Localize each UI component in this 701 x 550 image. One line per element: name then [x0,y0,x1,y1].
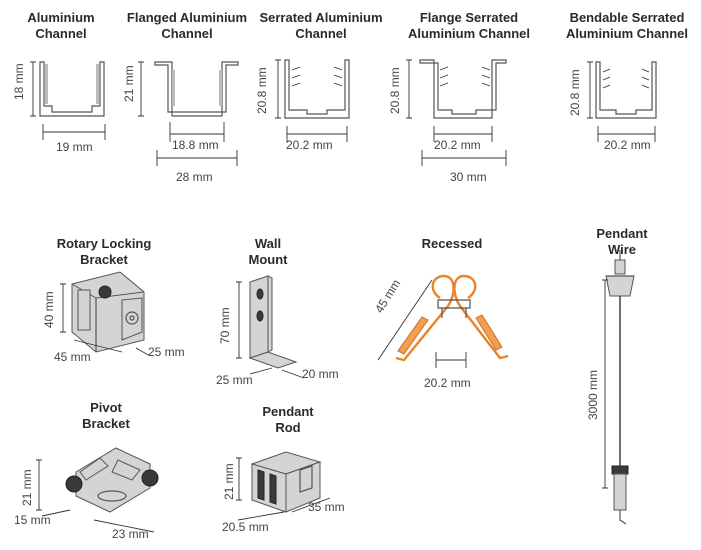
dim-bendable-width: 20.2 mm [604,138,651,152]
serrated-aluminium-channel-profile [275,59,350,142]
title-line: Wall [254,236,282,251]
dim-flanged-width: 18.8 mm [172,138,219,152]
dim-flange-serrated-width: 20.2 mm [434,138,481,152]
title-line: Rotary Locking [56,236,152,251]
title-line: Recessed [421,236,483,251]
bendable-serrated-aluminium-channel-profile [587,61,657,142]
dim-aluminium-height: 18 mm [12,63,26,100]
rotary-locking-bracket-illustration [60,271,151,357]
dim-pivot-width: 15 mm [14,513,51,527]
title-line: Bendable Serrated [569,10,685,25]
title-line: Aluminium Channel [565,26,689,41]
dim-flange-serrated-outer-width: 30 mm [450,170,487,184]
dim-serrated-height: 20.8 mm [255,67,269,114]
flange-serrated-aluminium-channel-profile [406,59,507,166]
title-wall-mount: Wall Mount [249,236,288,268]
dim-rod-width: 20.5 mm [222,520,269,534]
title-line: Pivot [90,400,122,415]
aluminium-channel-profile [30,61,106,140]
title-serrated-aluminium-channel: Serrated Aluminium Channel [259,10,382,42]
title-aluminium-channel: Aluminium Channel [27,10,94,42]
dim-pivot-height: 21 mm [20,469,34,506]
title-line: Channel [35,26,87,41]
title-recessed: Recessed [422,236,483,252]
title-line: Pendant [262,404,314,419]
dim-wall-depth: 20 mm [302,367,339,381]
title-line: Flange Serrated [419,10,519,25]
wall-mount-illustration [236,275,305,379]
title-line: Bracket [80,252,128,267]
title-pendant-rod: Pendant Rod [262,404,313,436]
title-line: Serrated Aluminium [259,10,383,25]
dim-rod-height: 21 mm [222,463,236,500]
title-line: Mount [248,252,288,267]
title-flanged-aluminium-channel: Flanged Aluminium Channel [127,10,247,42]
title-pivot-bracket: Pivot Bracket [82,400,130,432]
title-line: Channel [295,26,347,41]
title-line: Pendant [596,226,648,241]
dim-aluminium-width: 19 mm [56,140,93,154]
title-line: Flanged Aluminium [126,10,248,25]
title-flange-serrated-aluminium-channel: Flange Serrated Aluminium Channel [408,10,530,42]
title-line: Channel [161,26,213,41]
dim-wall-width: 25 mm [216,373,253,387]
flanged-aluminium-channel-profile [138,61,239,166]
title-line: Rod [275,420,301,435]
dim-pivot-depth: 23 mm [112,527,149,541]
title-pendant-wire: Pendant Wire [596,226,647,258]
title-line: Wire [607,242,637,257]
pivot-bracket-illustration [36,447,159,533]
title-bendable-serrated-aluminium-channel: Bendable Serrated Aluminium Channel [566,10,688,42]
dim-flange-serrated-height: 20.8 mm [388,67,402,114]
dim-bendable-height: 20.8 mm [568,69,582,116]
title-line: Bracket [82,416,130,431]
dim-recessed-width: 20.2 mm [424,376,471,390]
dim-flanged-outer-width: 28 mm [176,170,213,184]
pendant-wire-illustration [602,250,635,525]
recessed-clip-illustration [377,274,509,368]
dim-rotary-height: 40 mm [42,291,56,328]
dim-wire-length: 3000 mm [586,369,600,420]
dim-wall-height: 70 mm [218,307,232,344]
pendant-rod-illustration [236,451,331,521]
dim-rotary-width: 45 mm [54,350,91,364]
dim-serrated-width: 20.2 mm [286,138,333,152]
title-line: Aluminium Channel [407,26,531,41]
title-rotary-locking-bracket: Rotary Locking Bracket [57,236,152,268]
dim-rod-depth: 35 mm [308,500,345,514]
dim-flanged-height: 21 mm [122,65,136,102]
title-line: Aluminium [27,10,95,25]
dim-rotary-depth: 25 mm [148,345,185,359]
